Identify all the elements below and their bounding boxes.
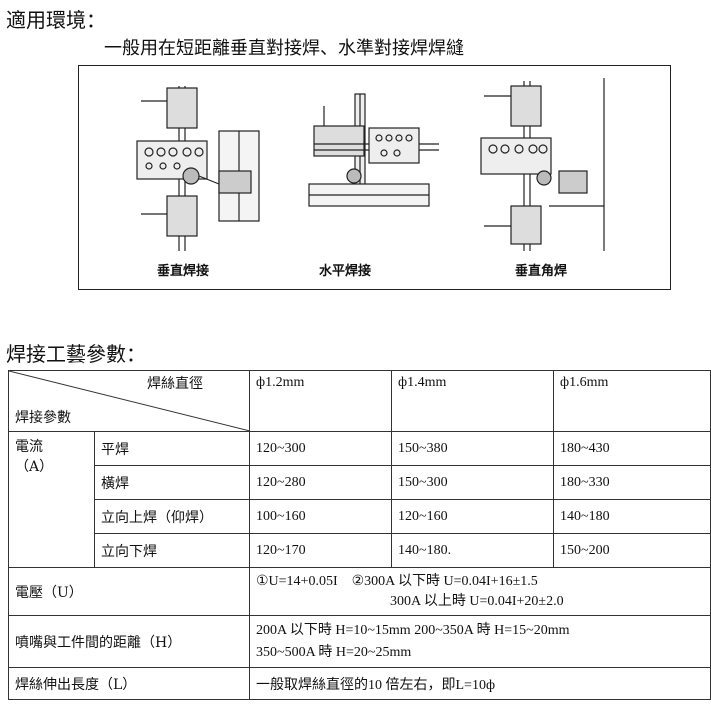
- diameter-header: ф1.2mm: [249, 370, 392, 432]
- table-row: 電流 （A） 平焊 120~300 150~380 180~430: [8, 431, 711, 568]
- table-cell: 140~180: [553, 499, 711, 534]
- table-cell: 120~160: [391, 499, 554, 534]
- table-cell: 120~170: [249, 533, 392, 568]
- horizontal-welding-machine: [308, 93, 439, 207]
- welding-parameters-table: 焊絲直徑 焊接參數 ф1.2mm ф1.4mm ф1.6mm 電流 （A） 平焊…: [8, 370, 711, 700]
- row-label: 橫焊: [94, 465, 250, 500]
- section-subtitle: 一般用在短距離垂直對接焊、水準對接焊焊縫: [104, 38, 464, 59]
- current-unit: （A）: [15, 459, 54, 475]
- table-row: 立向下焊 120~170 140~180. 150~200: [9, 533, 711, 568]
- table-row-stickout: 焊絲伸出長度（L） 一般取焊絲直徑的10 倍左右，即L=10ф: [8, 667, 711, 700]
- diagonal-line: [9, 371, 250, 431]
- table-row: 橫焊 120~280 150~300 180~330: [9, 465, 711, 500]
- stickout-label: 焊絲伸出長度（L）: [8, 667, 250, 700]
- row-label: 平焊: [94, 431, 250, 466]
- table-cell: 120~300: [249, 431, 392, 466]
- vertical-fillet-welding-machine: [480, 78, 605, 251]
- distance-label: 噴嘴與工件間的距離（H）: [8, 615, 250, 668]
- stickout-value: 一般取焊絲直徑的10 倍左右，即L=10ф: [249, 667, 711, 700]
- voltage-formula-line2: 300A 以上時 U=0.04I+20±2.0: [390, 593, 564, 609]
- table-cell: 100~160: [249, 499, 392, 534]
- table-row-voltage: 電壓（U） ①U=14+0.05I ②300A 以下時 U=0.04I+16±1…: [8, 567, 711, 616]
- section-title-parameters: 焊接工藝參數：: [6, 342, 146, 366]
- header-welding-parameters: 焊接參數: [15, 410, 71, 426]
- row-label: 立向下焊: [94, 533, 250, 568]
- table-cell: 150~300: [391, 465, 554, 500]
- row-label: 立向上焊（仰焊）: [94, 499, 250, 534]
- caption-vertical-fillet-welding: 垂直角焊: [515, 264, 568, 279]
- caption-horizontal-welding: 水平焊接: [319, 264, 372, 279]
- diagonal-header-cell: 焊絲直徑 焊接參數: [8, 370, 250, 432]
- table-row: 立向上焊（仰焊） 100~160 120~160 140~180: [9, 499, 711, 534]
- voltage-label: 電壓（U）: [8, 567, 250, 616]
- diameter-header: ф1.6mm: [553, 370, 711, 432]
- table-row-distance: 噴嘴與工件間的距離（H） 200A 以下時 H=10~15mm 200~350A…: [8, 615, 711, 668]
- voltage-formula-cell: ①U=14+0.05I ②300A 以下時 U=0.04I+16±1.5 300…: [249, 567, 711, 616]
- distance-line1: 200A 以下時 H=10~15mm 200~350A 時 H=15~20mm: [256, 622, 570, 638]
- table-cell: 180~430: [553, 431, 711, 466]
- table-cell: 150~200: [553, 533, 711, 568]
- table-cell: 140~180.: [391, 533, 554, 568]
- welding-figure: 垂直焊接 水平焊接 垂直角焊: [78, 65, 671, 290]
- table-cell: 150~380: [391, 431, 554, 466]
- header-wire-diameter: 焊絲直徑: [147, 376, 203, 392]
- distance-line2: 350~500A 時 H=20~25mm: [256, 644, 412, 660]
- current-label-cell: 電流 （A）: [8, 431, 95, 568]
- section-title-environment: 適用環境：: [6, 8, 106, 32]
- table-header-row: 焊絲直徑 焊接參數 ф1.2mm ф1.4mm ф1.6mm: [8, 370, 711, 432]
- diameter-header: ф1.4mm: [391, 370, 554, 432]
- distance-value-cell: 200A 以下時 H=10~15mm 200~350A 時 H=15~20mm …: [249, 615, 711, 668]
- welding-machines-illustration: [136, 78, 605, 251]
- voltage-formula-line1: ①U=14+0.05I ②300A 以下時 U=0.04I+16±1.5: [256, 573, 538, 589]
- caption-vertical-welding: 垂直焊接: [157, 264, 210, 279]
- table-cell: 180~330: [553, 465, 711, 500]
- vertical-welding-machine: [136, 86, 260, 251]
- table-cell: 120~280: [249, 465, 392, 500]
- current-label: 電流: [15, 439, 43, 455]
